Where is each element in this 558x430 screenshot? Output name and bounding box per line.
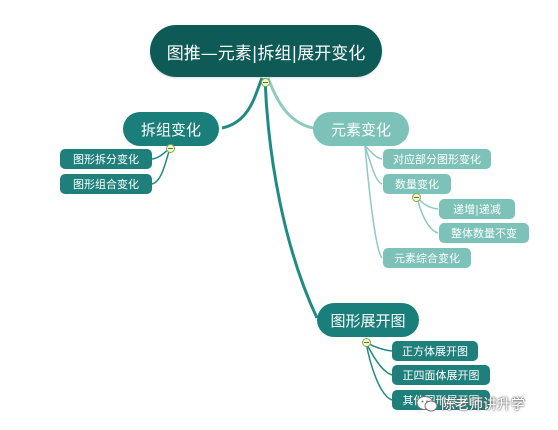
leaf-shuliang-2-label: 整体数量不变 (451, 227, 517, 240)
leaf-yuansu-3[interactable]: 元素综合变化 (383, 248, 471, 268)
leaf-chaizu-2-label: 图形组合变化 (73, 178, 139, 191)
link-root-chaizu (221, 77, 264, 130)
link-root-zhankai (263, 77, 319, 319)
branch-yuansu-label: 元素变化 (330, 120, 391, 139)
leaf-yuansu-2[interactable]: 数量变化 (383, 174, 451, 194)
branch-chaizu[interactable]: 拆组变化 (123, 112, 219, 146)
leaf-zhankai-2-label: 正四面体展开图 (402, 369, 480, 382)
root-topic[interactable]: 图推—元素|拆组|展开变化 (150, 25, 382, 77)
collapse-toggle-icon[interactable] (412, 193, 421, 202)
watermark-text: 陈老师讲升学 (441, 397, 525, 413)
branch-yuansu[interactable]: 元素变化 (313, 112, 409, 146)
leaf-zhankai-2[interactable]: 正四面体展开图 (392, 365, 490, 385)
root-topic-label: 图推—元素|拆组|展开变化 (166, 43, 366, 64)
leaf-chaizu-2[interactable]: 图形组合变化 (60, 174, 152, 194)
leaf-yuansu-1-label: 对应部分图形变化 (393, 153, 481, 166)
collapse-toggle-icon[interactable] (166, 144, 175, 153)
collapse-toggle-icon[interactable] (261, 78, 270, 87)
leaf-zhankai-1-label: 正方体展开图 (402, 345, 468, 358)
leaf-zhankai-1[interactable]: 正方体展开图 (392, 341, 478, 361)
branch-zhankai-label: 图形展开图 (330, 311, 406, 330)
link-yuansu-c2 (364, 145, 383, 185)
leaf-yuansu-2-label: 数量变化 (395, 178, 439, 191)
leaf-yuansu-1[interactable]: 对应部分图形变化 (383, 149, 491, 169)
leaf-chaizu-1[interactable]: 图形拆分变化 (60, 149, 152, 169)
leaf-shuliang-2[interactable]: 整体数量不变 (439, 223, 529, 243)
leaf-shuliang-1[interactable]: 递增|递减 (439, 199, 515, 219)
collapse-toggle-icon[interactable] (362, 338, 371, 347)
leaf-shuliang-1-label: 递增|递减 (453, 203, 501, 216)
branch-chaizu-label: 拆组变化 (140, 120, 201, 139)
wechat-icon (416, 396, 438, 412)
link-shuliang-g2 (416, 195, 439, 234)
leaf-yuansu-3-label: 元素综合变化 (394, 252, 460, 265)
link-yuansu-c3 (364, 145, 383, 259)
link-chaizu-c2 (151, 147, 171, 185)
watermark: 陈老师讲升学 (416, 392, 525, 416)
link-root-yuansu (266, 77, 314, 130)
leaf-chaizu-1-label: 图形拆分变化 (73, 153, 139, 166)
link-yuansu-c1 (364, 145, 383, 160)
link-zhankai-c3 (365, 341, 393, 401)
branch-zhankai[interactable]: 图形展开图 (317, 303, 419, 337)
